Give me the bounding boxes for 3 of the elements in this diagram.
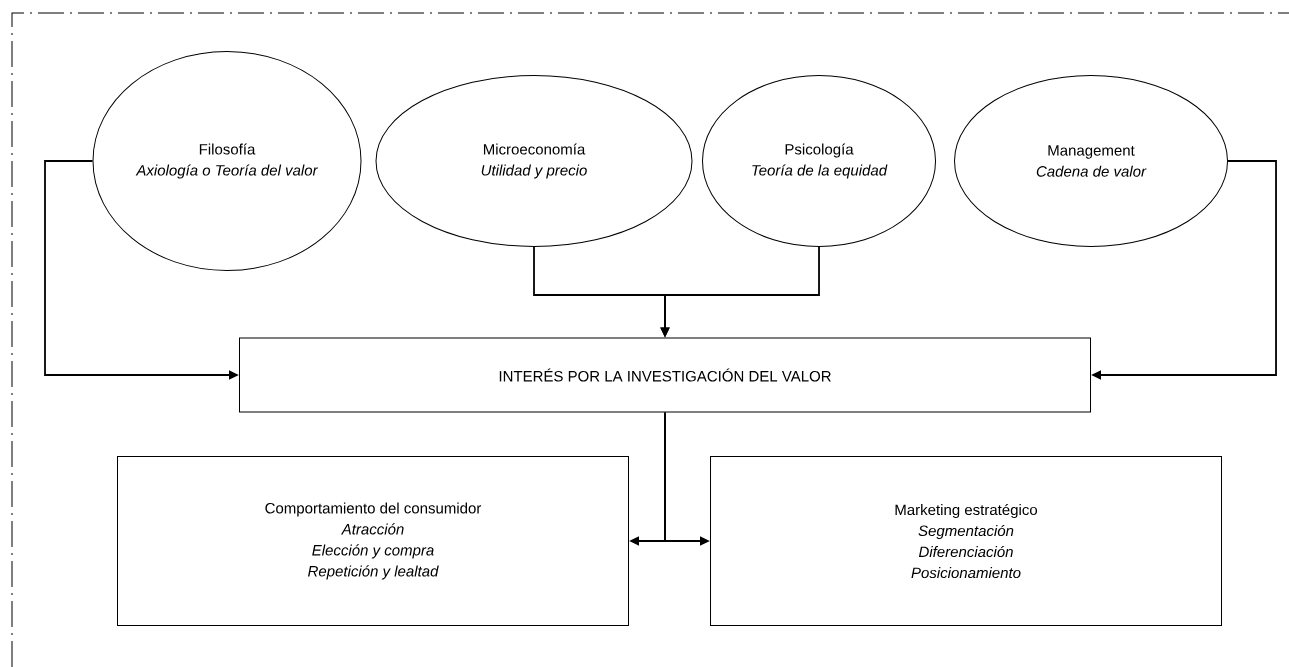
topic-box: Marketing estratégico Segmentación Diferenciación Posicionamiento <box>710 456 1222 626</box>
topic-box: INTERÉS POR LA INVESTIGACIÓN DEL VALOR <box>239 337 1091 413</box>
topic-box: Comportamiento del consumidor Atracción Elección y compra Repetición y lealtad <box>117 456 629 626</box>
